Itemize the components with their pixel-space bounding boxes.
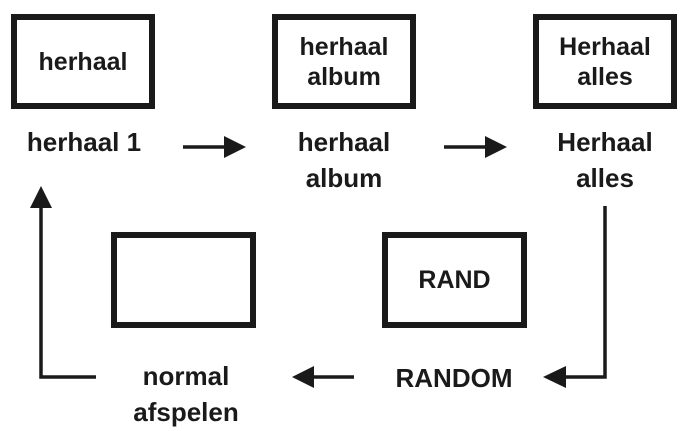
display-box-repeat-album: herhaal album [272, 14, 416, 109]
caption-repeat-album-line2: album [305, 163, 383, 193]
caption-repeat-all-line1: Herhaal [557, 127, 653, 157]
display-text-repeat-album: herhaal album [300, 32, 389, 92]
caption-normal: normal afspelen [104, 358, 268, 430]
caption-repeat-all-line2: alles [576, 163, 634, 193]
display-text-repeat-all: Herhaal alles [559, 32, 651, 92]
display-text-repeat-one: herhaal [38, 47, 128, 76]
caption-repeat-one-text: herhaal 1 [26, 127, 142, 157]
display-text-repeat-album-line2: album [307, 62, 381, 91]
arrow-down-left-to-random [543, 206, 607, 388]
display-text-repeat-all-line2: alles [577, 62, 633, 91]
display-text-random: RAND [418, 266, 491, 294]
caption-repeat-album: herhaal album [262, 124, 426, 196]
display-text-repeat-album-line1: herhaal [299, 32, 389, 61]
arrow-right-1 [183, 136, 246, 158]
display-box-random: RAND [382, 232, 527, 328]
arrow-left-up-to-repeat-one [30, 186, 96, 379]
display-box-repeat-all: Herhaal alles [533, 14, 677, 109]
caption-random: RANDOM [374, 360, 534, 396]
arrow-right-2 [444, 136, 507, 158]
caption-normal-line2: afspelen [133, 397, 239, 427]
caption-normal-line1: normal [142, 361, 230, 391]
caption-repeat-all: Herhaal alles [523, 124, 687, 196]
caption-repeat-one: herhaal 1 [6, 124, 162, 160]
arrow-left-to-normal [292, 366, 354, 388]
caption-repeat-album-line1: herhaal [297, 127, 391, 157]
caption-random-text: RANDOM [395, 363, 513, 393]
display-box-repeat-one: herhaal [11, 14, 155, 109]
display-box-normal [111, 232, 256, 328]
display-text-repeat-all-line1: Herhaal [559, 32, 651, 61]
